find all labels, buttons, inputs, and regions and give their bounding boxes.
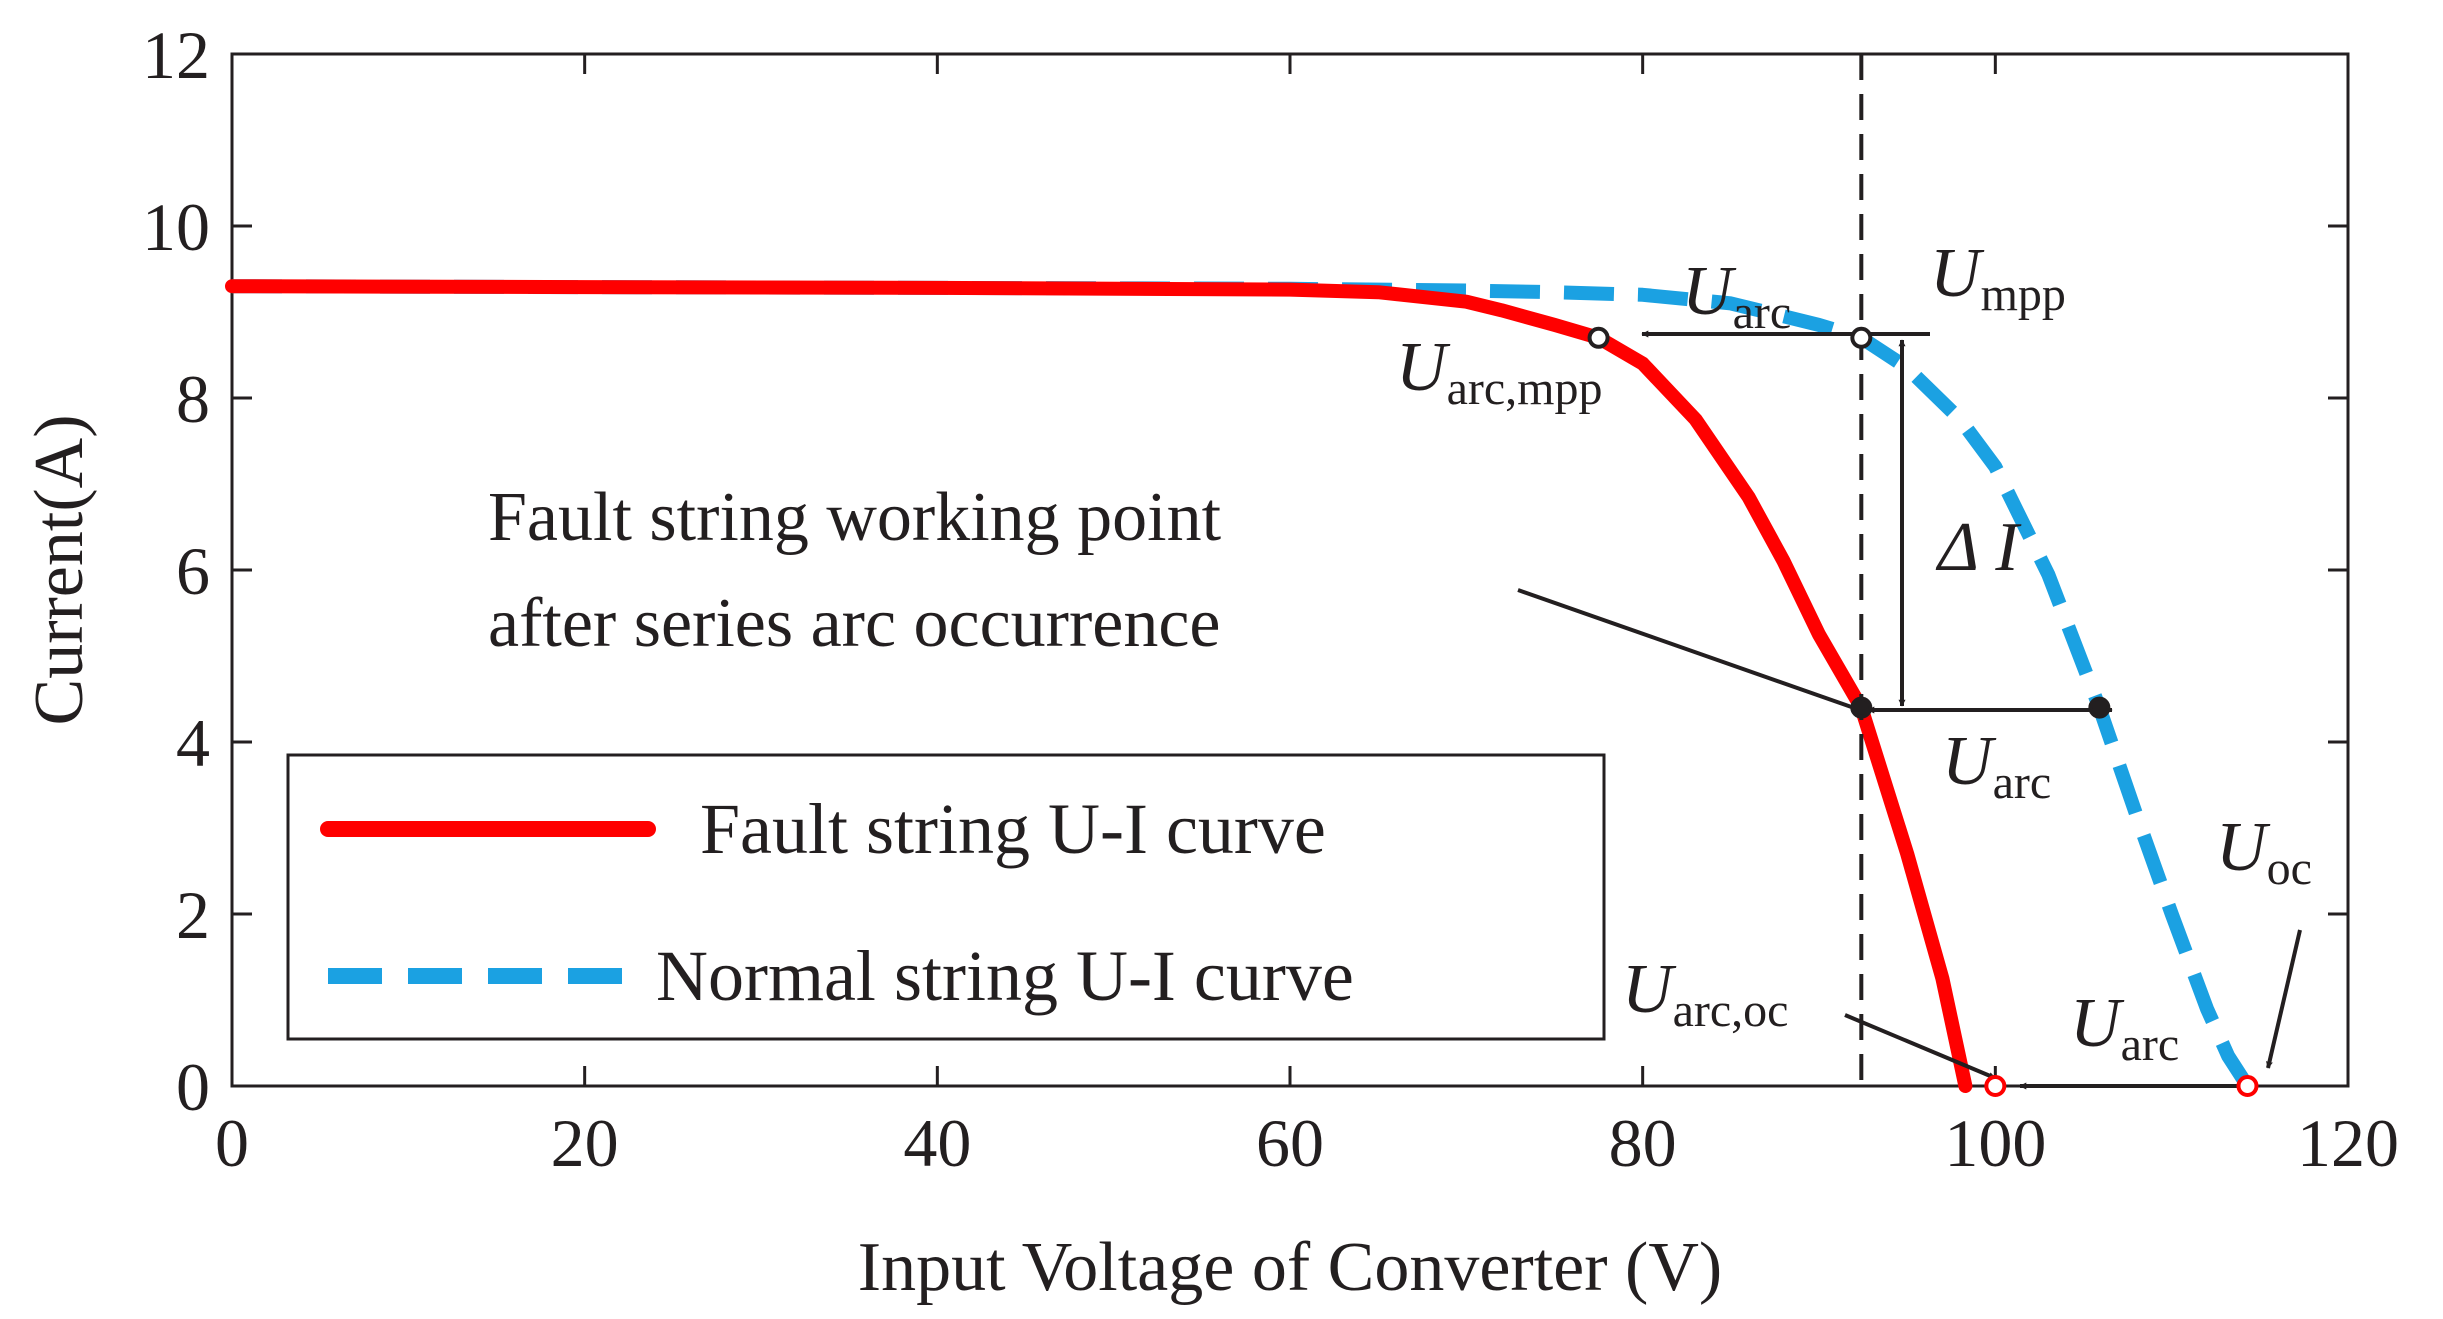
- u-arc-mid-label: Uarc: [1942, 723, 2051, 809]
- x-tick-label: 20: [551, 1105, 619, 1181]
- y-tick-label: 4: [176, 705, 210, 781]
- y-tick-label: 0: [176, 1049, 210, 1125]
- y-tick-label: 12: [142, 17, 210, 93]
- u-mpp-label: Umpp: [1930, 235, 2066, 321]
- legend-label-normal: Normal string U-I curve: [656, 936, 1354, 1016]
- y-axis-label: Current(A): [21, 414, 98, 725]
- u-arc-top-label: Uarc: [1682, 253, 1791, 339]
- legend-label-fault: Fault string U-I curve: [700, 789, 1326, 869]
- x-tick-label: 60: [1256, 1105, 1324, 1181]
- working-point-pointer: [1517, 588, 1861, 712]
- u-oc-pointer: [2266, 929, 2302, 1069]
- y-tick-label: 2: [176, 877, 210, 953]
- data-marker: [2088, 696, 2111, 719]
- u-arc-oc-pointer: [1844, 1013, 1996, 1080]
- u-arc-mpp-label: Uarc,mpp: [1396, 329, 1603, 415]
- x-axis-label: Input Voltage of Converter (V): [858, 1229, 1722, 1306]
- legend: Fault string U-I curve Normal string U-I…: [286, 753, 1606, 1041]
- y-tick-label: 8: [176, 361, 210, 437]
- data-marker: [1850, 326, 1873, 349]
- marker-layer: [1587, 326, 2259, 1097]
- delta-i-label: Δ I: [1935, 509, 2022, 586]
- x-tick-label: 0: [215, 1105, 249, 1181]
- x-tick-label: 80: [1609, 1105, 1677, 1181]
- working-point-label-line1: Fault string working point: [488, 479, 1222, 556]
- axis-ticks: 0 20 40 60 80 100 120 0 2 4 6 8 10 12: [142, 17, 2399, 1181]
- data-marker: [1984, 1075, 2007, 1097]
- legend-box: [286, 753, 1606, 1041]
- u-arc-bottom-label: Uarc: [2070, 985, 2179, 1071]
- y-tick-label: 10: [142, 189, 210, 265]
- working-point-label-line2: after series arc occurrence: [488, 585, 1221, 662]
- x-tick-label: 120: [2297, 1105, 2399, 1181]
- u-oc-label: Uoc: [2216, 809, 2312, 895]
- data-marker: [1850, 696, 1873, 719]
- x-tick-label: 100: [1944, 1105, 2046, 1181]
- u-arc-oc-label: Uarc,oc: [1622, 951, 1788, 1037]
- data-marker: [1587, 326, 1610, 349]
- data-marker: [2236, 1075, 2259, 1097]
- y-tick-label: 6: [176, 533, 210, 609]
- x-tick-label: 40: [903, 1105, 971, 1181]
- series-line-fault: [225, 279, 1973, 1093]
